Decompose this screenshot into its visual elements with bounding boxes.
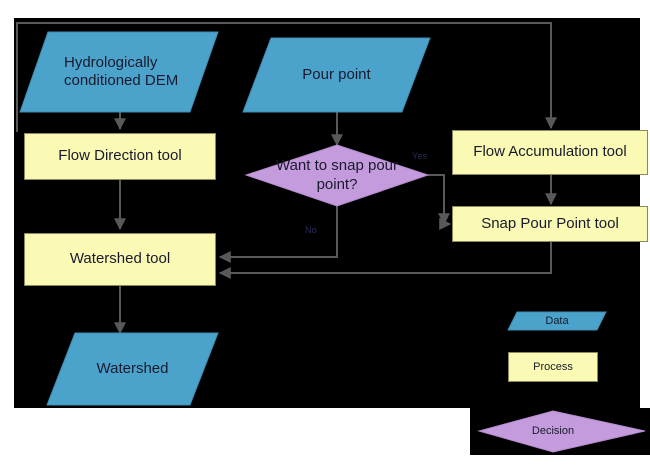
node-flow-direction-label: Flow Direction tool	[58, 147, 182, 165]
node-watershed-output-label: Watershed	[96, 359, 169, 377]
legend-decision-item: Decision	[500, 420, 606, 442]
node-watershed-output[interactable]: Watershed	[47, 333, 218, 405]
node-hydro-dem[interactable]: Hydrologically conditioned DEM	[52, 32, 202, 112]
node-decision-snap-shape[interactable]	[244, 144, 430, 207]
legend-decision-shape	[477, 410, 646, 453]
legend-data-label: Data	[545, 315, 569, 327]
node-snap-pour-point-label: Snap Pour Point tool	[481, 214, 619, 232]
node-pour-point-shape[interactable]	[242, 37, 431, 113]
legend-data-item: Data	[508, 312, 606, 330]
node-flow-direction[interactable]: Flow Direction tool	[24, 133, 216, 180]
node-watershed-tool[interactable]: Watershed tool	[24, 233, 216, 286]
node-pour-point[interactable]: Pour point	[243, 38, 430, 112]
node-pour-point-label: Pour point	[302, 65, 371, 83]
node-flow-accumulation[interactable]: Flow Accumulation tool	[452, 130, 648, 175]
node-hydro-dem-shape[interactable]	[19, 31, 219, 113]
node-snap-pour-point[interactable]: Snap Pour Point tool	[452, 206, 648, 242]
node-decision-snap-label: Want to snap pour point?	[275, 157, 398, 193]
legend-process-item: Process	[508, 352, 598, 382]
node-hydro-dem-label: Hydrologically conditioned DEM	[64, 53, 179, 89]
legend-decision-label: Decision	[531, 425, 575, 437]
node-decision-snap[interactable]: Want to snap pour point?	[262, 148, 412, 203]
legend-data-shape	[507, 311, 607, 331]
edge-label-yes: Yes	[412, 151, 428, 161]
node-watershed-tool-label: Watershed tool	[69, 250, 171, 268]
node-flow-accumulation-label: Flow Accumulation tool	[473, 143, 627, 161]
legend-process-label: Process	[533, 361, 573, 373]
edge-label-no: No	[305, 225, 317, 235]
node-watershed-output-shape[interactable]	[46, 332, 219, 406]
